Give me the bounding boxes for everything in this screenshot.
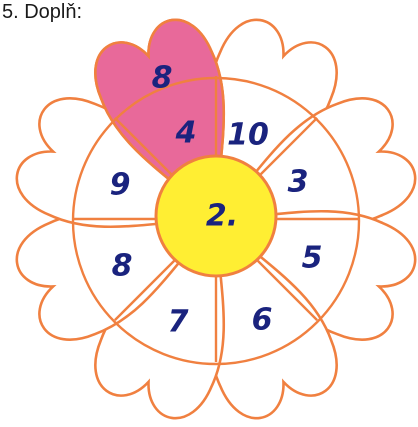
ring-number: 8	[112, 249, 133, 284]
center-number: 2.	[206, 199, 238, 234]
ring-number: 3	[288, 165, 309, 200]
ring-number: 4	[175, 116, 197, 151]
ring-number: 9	[110, 168, 131, 203]
highlight-outer-number: 8	[152, 61, 173, 96]
ring-number: 7	[168, 305, 189, 340]
ring-number: 6	[252, 303, 273, 338]
ring-number: 5	[302, 241, 323, 276]
ring-number: 10	[227, 118, 269, 153]
